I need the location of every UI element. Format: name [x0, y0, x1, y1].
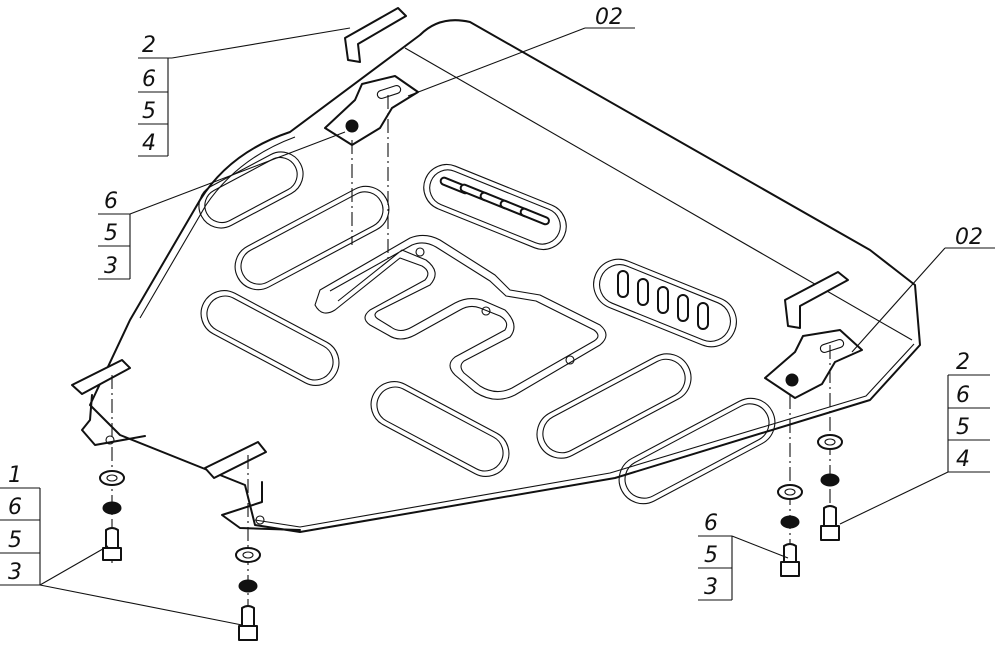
label-stack-bottom-right: 6 5 3	[704, 511, 718, 600]
vent-slots-right	[593, 258, 737, 348]
label-part: 6	[704, 511, 718, 536]
label-part: 3	[8, 560, 22, 585]
label-part: 5	[104, 221, 118, 246]
hardware-left	[99, 470, 261, 641]
label-part: 5	[956, 415, 970, 440]
label-part: 5	[142, 99, 156, 124]
label-part: 2	[956, 350, 970, 375]
label-stack-right: 2 6 5 4	[956, 350, 970, 472]
label-part: 4	[956, 447, 970, 472]
bracket-right-part-2	[784, 271, 849, 329]
label-part: 6	[956, 383, 970, 408]
label-part: 5	[704, 543, 718, 568]
leader-lines	[0, 27, 995, 626]
skid-plate	[89, 19, 921, 533]
label-stack-bottom-left: 1 6 5 3	[8, 463, 22, 585]
label-part: 6	[142, 67, 156, 92]
label-part: 4	[142, 131, 156, 156]
label-part: 6	[8, 495, 22, 520]
label-part: 2	[142, 33, 156, 58]
label-part: 3	[104, 254, 118, 279]
label-stack-mid-left: 6 5 3	[104, 189, 118, 279]
label-stack-top-left: 2 6 5 4	[142, 33, 156, 156]
label-part: 6	[104, 189, 118, 214]
bracket-top-part-2	[344, 7, 407, 63]
label-bracket-right: 02	[955, 225, 983, 250]
axis-lines	[111, 95, 831, 640]
label-part: 5	[8, 528, 22, 553]
label-part: 3	[704, 575, 718, 600]
small-holes	[415, 247, 575, 365]
label-bracket-top: 02	[595, 5, 623, 30]
label-part: 1	[8, 463, 22, 488]
bracket-right-part-02	[764, 329, 863, 399]
hardware-right	[777, 434, 843, 577]
vent-slots-top	[423, 163, 567, 251]
bracket-left-lower	[204, 441, 301, 531]
stiffening-ribs	[198, 151, 776, 505]
bracket-left-upper	[71, 359, 146, 446]
